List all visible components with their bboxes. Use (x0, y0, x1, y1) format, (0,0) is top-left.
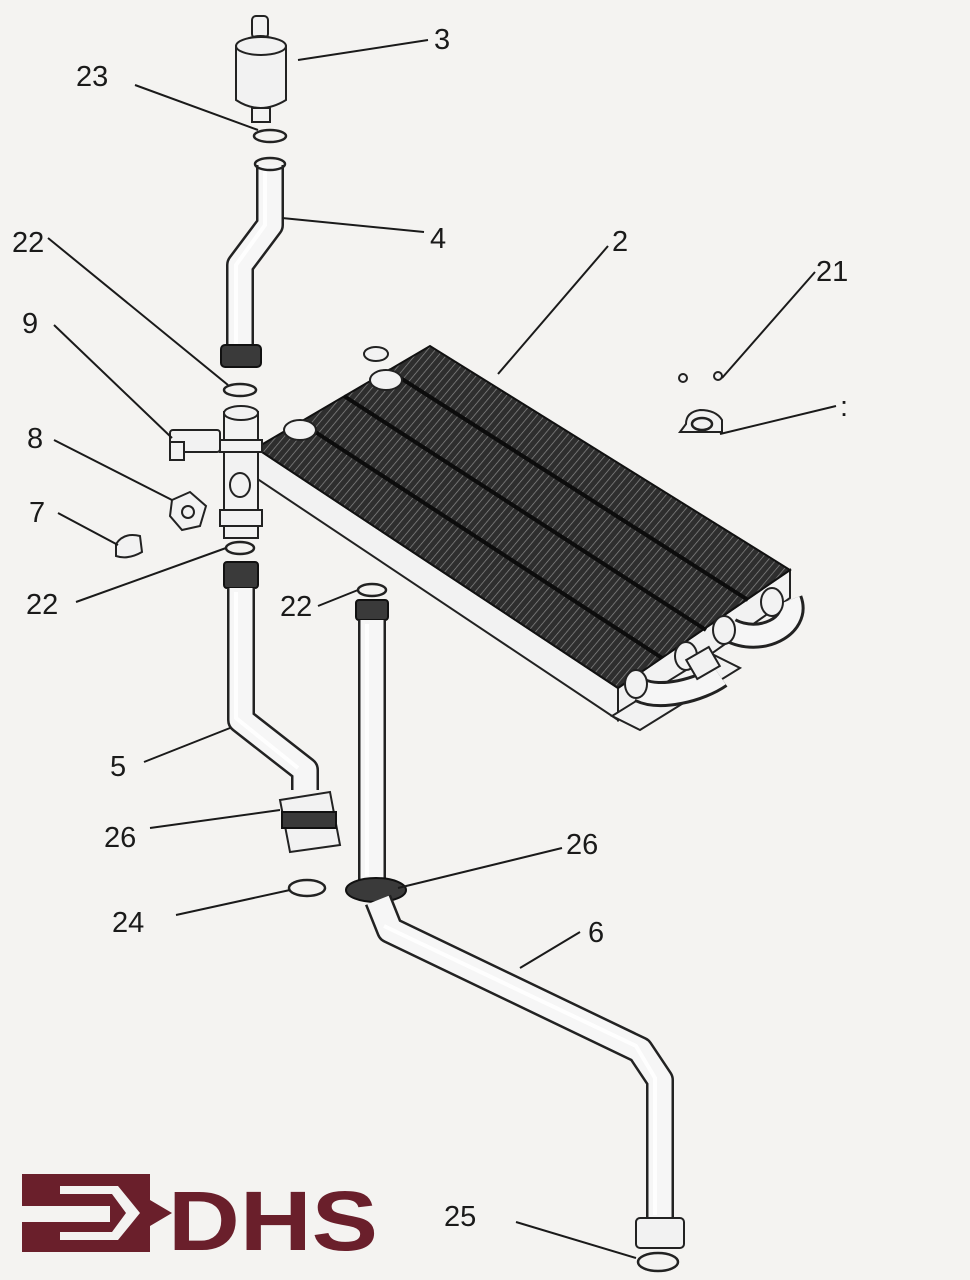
o-ring-22-middle (224, 540, 256, 556)
arrow-logo-icon (22, 1174, 172, 1252)
label-24: 24 (112, 907, 144, 939)
label-23: 23 (76, 61, 108, 93)
label-6: 6 (588, 917, 604, 949)
leader-lines (47, 39, 837, 1259)
label-26-right: 26 (566, 829, 598, 861)
sensor-and-screws-21 (678, 371, 723, 433)
label-8: 8 (27, 423, 43, 455)
label-9: 9 (22, 308, 38, 340)
washer-24 (287, 878, 327, 898)
pipe-5 (223, 561, 319, 790)
pipe-6 (345, 582, 685, 1273)
air-vent (235, 15, 287, 123)
rotor-8 (168, 490, 208, 532)
label-4: 4 (430, 223, 446, 255)
label-3: 3 (434, 24, 450, 56)
label-26-left: 26 (104, 822, 136, 854)
callout-labels: 3 23 4 22 2 21 : 9 8 7 22 22 5 26 26 24 … (12, 24, 848, 1233)
pipe-4 (220, 156, 287, 368)
flow-sensor-housing (219, 405, 263, 539)
washer-25 (636, 1251, 680, 1273)
label-25: 25 (444, 1201, 476, 1233)
label-5: 5 (110, 751, 126, 783)
logo-text: DHS (168, 1174, 378, 1268)
o-ring-22-top (222, 382, 258, 398)
label-22-right: 22 (280, 591, 312, 623)
clip-9 (169, 429, 221, 461)
label-colon: : (840, 391, 848, 423)
nut-26-left (278, 790, 342, 854)
clip-7 (115, 534, 144, 559)
label-2: 2 (612, 226, 628, 258)
dhs-logo: DHS (22, 1174, 378, 1268)
washer-23 (252, 128, 288, 144)
label-22-middle: 22 (26, 589, 58, 621)
label-21: 21 (816, 256, 848, 288)
label-7: 7 (29, 497, 45, 529)
label-22-top: 22 (12, 227, 44, 259)
heat-exchanger (254, 344, 805, 732)
